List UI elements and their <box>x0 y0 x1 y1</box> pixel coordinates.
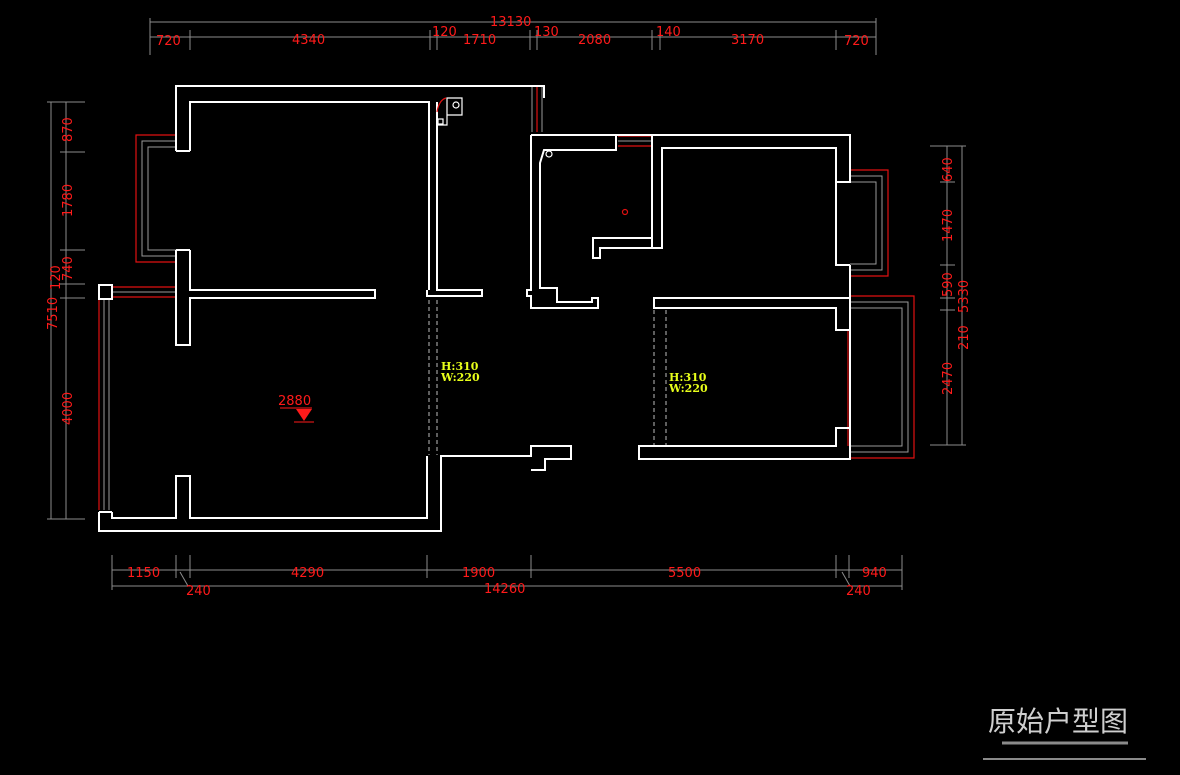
dim-bottom-small-2: 240 <box>846 584 871 599</box>
openings <box>428 300 667 455</box>
top-dimensions: 13130 720 4340 120 1710 130 2080 140 317… <box>156 15 869 49</box>
dim-top-8: 3170 <box>731 33 764 48</box>
dim-top-9: 720 <box>844 34 869 49</box>
dim-top-4: 1710 <box>463 33 496 48</box>
dim-bottom-3: 1900 <box>462 566 495 581</box>
bottom-dimensions: 1150 4290 1900 5500 940 240 240 14260 <box>127 566 887 599</box>
opening-1-height: H:310 <box>441 360 479 373</box>
dim-bottom-4: 5500 <box>668 566 701 581</box>
dim-left-2: 1780 <box>61 184 76 217</box>
opening-2-width: W:220 <box>668 382 708 395</box>
dim-right-4: 210 <box>957 325 972 350</box>
walls <box>98 85 851 532</box>
window-frames <box>98 86 915 510</box>
dim-right-5: 2470 <box>941 362 956 395</box>
dim-top-1: 720 <box>156 34 181 49</box>
dim-bottom-total: 14260 <box>484 582 525 597</box>
dim-bottom-1: 1150 <box>127 566 160 581</box>
level-marker: 2880 <box>278 394 314 423</box>
level-mark-text: 2880 <box>278 394 311 409</box>
dim-bottom-small-1: 240 <box>186 584 211 599</box>
opening-annotations: H:310 W:220 H:310 W:220 <box>440 360 708 395</box>
opening-1-width: W:220 <box>440 371 480 384</box>
dim-left-1: 870 <box>61 117 76 142</box>
dim-right-3: 590 <box>941 272 956 297</box>
opening-2-height: H:310 <box>669 371 707 384</box>
dim-left-5: 4000 <box>61 392 76 425</box>
caption-block: 原始户型图 <box>983 705 1146 760</box>
dim-right-1: 640 <box>941 157 956 182</box>
dim-top-3: 120 <box>432 25 457 40</box>
dim-left-4: 120 <box>49 265 64 290</box>
dim-top-2: 4340 <box>292 33 325 48</box>
dim-right-2: 1470 <box>941 209 956 242</box>
dim-top-7: 140 <box>656 25 681 40</box>
dim-top-total: 13130 <box>490 15 531 30</box>
drawing-caption: 原始户型图 <box>988 705 1128 738</box>
dim-top-6: 2080 <box>578 33 611 48</box>
dim-right-total: 5330 <box>957 280 972 313</box>
dim-bottom-5: 940 <box>862 566 887 581</box>
dim-top-5: 130 <box>534 25 559 40</box>
right-dimensions: 640 1470 590 5330 210 2470 <box>941 157 972 395</box>
left-dimensions: 7510 870 1780 740 120 4000 <box>46 117 76 425</box>
dim-left-total: 7510 <box>46 297 61 330</box>
dimension-lines <box>47 18 966 590</box>
dim-left-3: 740 <box>61 256 76 281</box>
dim-bottom-2: 4290 <box>291 566 324 581</box>
